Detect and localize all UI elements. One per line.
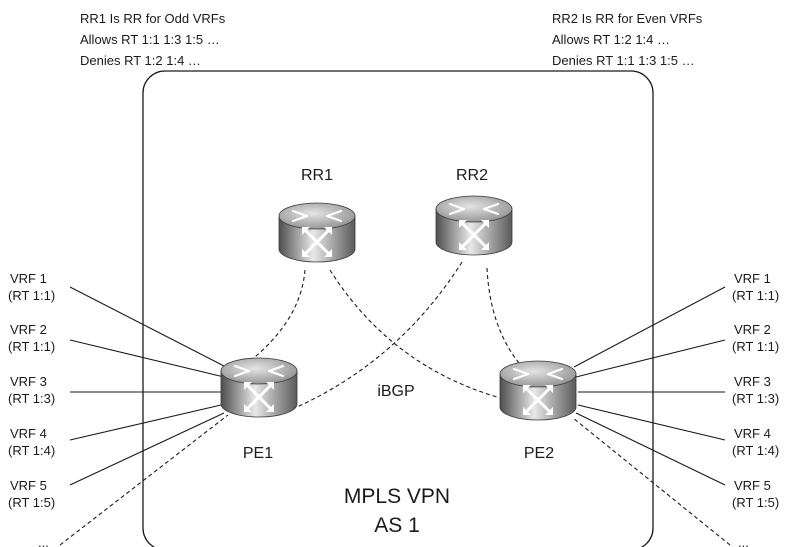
router-label-pe1: PE1 xyxy=(243,445,273,462)
router-label-rr1: RR1 xyxy=(301,167,333,184)
ellipsis-right: ... xyxy=(738,535,749,547)
router-icon xyxy=(277,201,357,264)
vrf-name: VRF 3 xyxy=(10,374,47,389)
router-label-pe2: PE2 xyxy=(524,445,554,462)
vrf-name: VRF 3 xyxy=(734,374,771,389)
note-line: Allows RT 1:1 1:3 1:5 … xyxy=(80,32,220,47)
note-line: RR1 Is RR for Odd VRFs xyxy=(80,11,226,26)
vrf-name: VRF 4 xyxy=(734,426,771,441)
vrf-list-left: VRF 1 (RT 1:1) VRF 2 (RT 1:1) VRF 3 (RT … xyxy=(8,271,55,510)
router-label-rr2: RR2 xyxy=(456,167,488,184)
vrf-name: VRF 2 xyxy=(734,322,771,337)
extra-link-right xyxy=(572,417,731,546)
ibgp-session-rr2-pe2 xyxy=(486,267,524,369)
ellipsis-left: ... xyxy=(38,535,49,547)
rr1-policy-note: RR1 Is RR for Odd VRFs Allows RT 1:1 1:3… xyxy=(80,11,226,68)
vrf-rt: (RT 1:5) xyxy=(8,495,55,510)
extra-link-left xyxy=(59,414,229,546)
vrf-name: VRF 4 xyxy=(10,426,47,441)
router-icon xyxy=(498,359,578,422)
vrf-name: VRF 2 xyxy=(10,322,47,337)
vrf-rt: (RT 1:4) xyxy=(8,443,55,458)
router-icon xyxy=(434,194,514,257)
vrf-rt: (RT 1:4) xyxy=(732,443,779,458)
vrf-rt: (RT 1:1) xyxy=(732,339,779,354)
vrf-name: VRF 1 xyxy=(734,271,771,286)
vrf-name: VRF 1 xyxy=(10,271,47,286)
router-icon xyxy=(219,356,299,419)
ibgp-session-rr2-pe1 xyxy=(296,261,463,408)
vrf-list-right: VRF 1 (RT 1:1) VRF 2 (RT 1:1) VRF 3 (RT … xyxy=(732,271,779,510)
note-line: Denies RT 1:2 1:4 … xyxy=(80,53,201,68)
vrf-name: VRF 5 xyxy=(10,478,47,493)
ibgp-session-rr1-pe2 xyxy=(329,269,498,398)
vrf-links-left xyxy=(69,286,227,486)
vrf-rt: (RT 1:3) xyxy=(732,391,779,406)
vrf-rt: (RT 1:1) xyxy=(8,339,55,354)
ibgp-label: iBGP xyxy=(377,383,414,400)
note-line: Allows RT 1:2 1:4 … xyxy=(552,32,670,47)
vrf-links-right xyxy=(573,286,726,486)
vrf-rt: (RT 1:5) xyxy=(732,495,779,510)
vrf-rt: (RT 1:3) xyxy=(8,391,55,406)
vrf-rt: (RT 1:1) xyxy=(8,288,55,303)
as-boundary xyxy=(142,70,654,547)
rr2-policy-note: RR2 Is RR for Even VRFs Allows RT 1:2 1:… xyxy=(552,11,703,68)
cloud-label-line2: AS 1 xyxy=(374,514,420,537)
vrf-rt: (RT 1:1) xyxy=(732,288,779,303)
vrf-name: VRF 5 xyxy=(734,478,771,493)
note-line: RR2 Is RR for Even VRFs xyxy=(552,11,703,26)
note-line: Denies RT 1:1 1:3 1:5 … xyxy=(552,53,695,68)
cloud-label-line1: MPLS VPN xyxy=(344,485,450,508)
